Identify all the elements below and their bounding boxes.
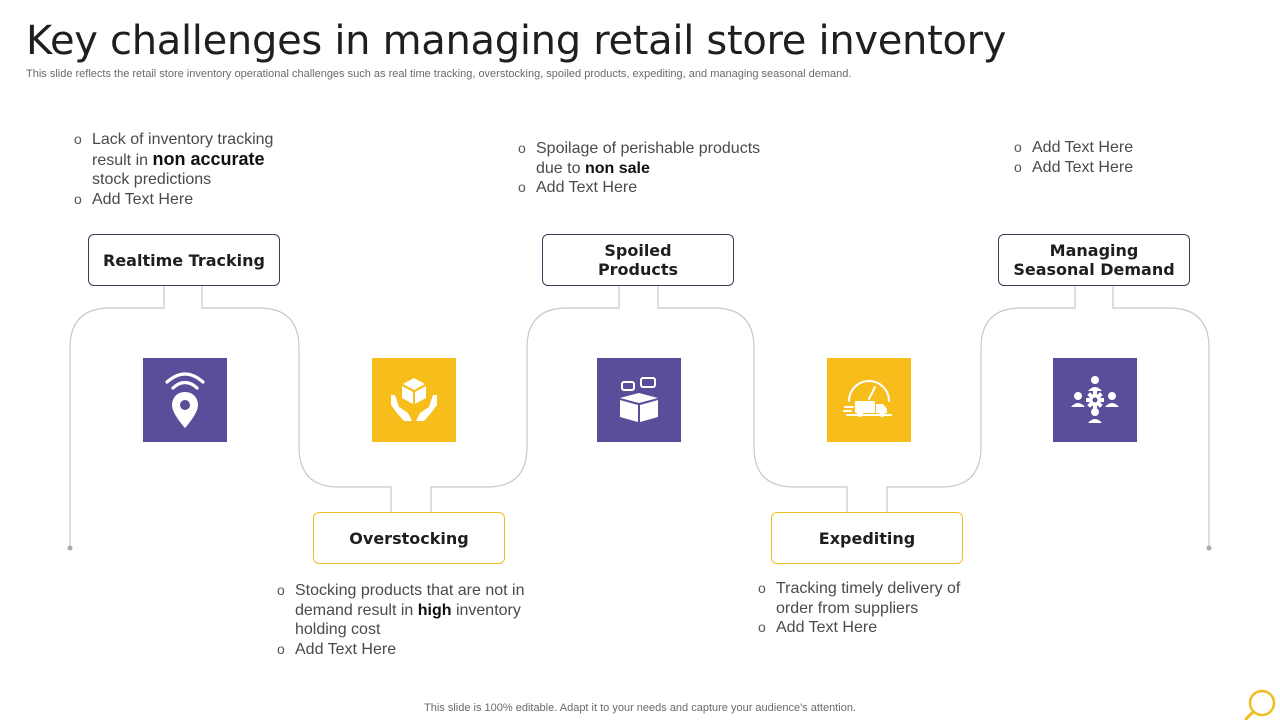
- bullet-item: Tracking timely delivery of order from s…: [758, 579, 968, 618]
- expediting-label: Expediting: [771, 512, 963, 564]
- overstocking-label: Overstocking: [313, 512, 505, 564]
- spoiled-products-tile: [597, 358, 681, 442]
- bullet-item: Add Text Here: [1014, 138, 1214, 158]
- seasonal-demand-label: Managing Seasonal Demand: [998, 234, 1190, 286]
- seasonal-demand-tile: [1053, 358, 1137, 442]
- expediting-bullets: Tracking timely delivery of order from s…: [758, 579, 968, 638]
- magnifier-icon[interactable]: [1244, 688, 1278, 720]
- seasonal-demand-bullets: Add Text Here Add Text Here: [1014, 138, 1214, 177]
- overstocking-bullets: Stocking products that are not in demand…: [277, 581, 532, 659]
- realtime-tracking-label: Realtime Tracking: [88, 234, 280, 286]
- bullet-item: Add Text Here: [758, 618, 968, 638]
- bullet-item: Add Text Here: [1014, 158, 1214, 178]
- spoiled-products-bullets: Spoilage of perishable products due to n…: [518, 139, 768, 198]
- bullet-item: Spoilage of perishable products due to n…: [518, 139, 768, 178]
- left-end-dot: [67, 545, 73, 551]
- bullet-item: Lack of inventory tracking result in non…: [74, 130, 279, 190]
- slide-footer: This slide is 100% editable. Adapt it to…: [424, 702, 856, 714]
- bullet-item: Add Text Here: [74, 190, 279, 210]
- spoiled-products-label: Spoiled Products: [542, 234, 734, 286]
- slide-subtitle: This slide reflects the retail store inv…: [26, 68, 852, 80]
- overstocking-tile: [372, 358, 456, 442]
- right-end-dot: [1206, 545, 1212, 551]
- realtime-tracking-tile: [143, 358, 227, 442]
- realtime-tracking-bullets: Lack of inventory tracking result in non…: [74, 130, 279, 209]
- people-network-gear-icon: [1071, 376, 1119, 423]
- hands-holding-box-icon: [391, 378, 437, 421]
- bullet-item: Stocking products that are not in demand…: [277, 581, 532, 640]
- slide-title: Key challenges in managing retail store …: [26, 18, 1007, 64]
- wifi-location-pin-icon: [165, 372, 205, 428]
- speed-delivery-truck-icon: [843, 380, 892, 417]
- bullet-item: Add Text Here: [277, 640, 532, 660]
- expediting-tile: [827, 358, 911, 442]
- bullet-item: Add Text Here: [518, 178, 768, 198]
- open-box-chat-icon: [620, 377, 658, 422]
